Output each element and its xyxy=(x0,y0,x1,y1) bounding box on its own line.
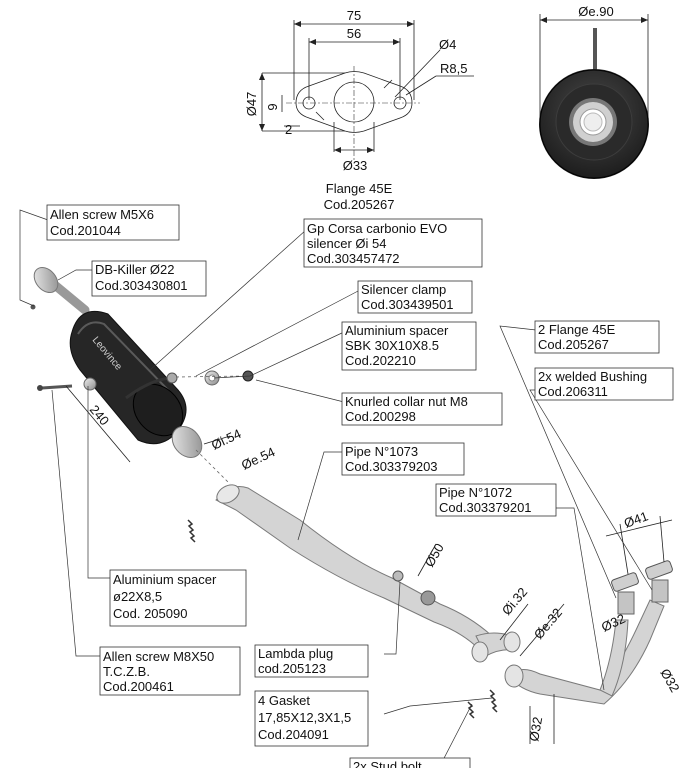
label-dbkiller-line2: Cod.303430801 xyxy=(95,278,188,293)
silencer-end-view: Øe.90 xyxy=(539,4,649,179)
label-spacer22-line3: Cod. 205090 xyxy=(113,606,187,621)
dim-hole-dia: Ø4 xyxy=(439,37,456,52)
leader-lines xyxy=(19,209,653,767)
silencer-assembly: Leovince 240 Øi.54 Øe.54 xyxy=(30,266,277,485)
label-m8x50-line3: Cod.200461 xyxy=(103,679,174,694)
label-pipe1072-line1: Pipe N°1072 xyxy=(439,485,512,500)
dim-oi32: Øi.32 xyxy=(499,584,530,617)
flange-title: Flange 45E xyxy=(326,181,393,196)
label-sbk-line1: Aluminium spacer xyxy=(345,323,449,338)
label-bushing-line2: Cod.206311 xyxy=(538,384,608,399)
dim-240: 240 xyxy=(87,402,112,428)
dim-o50: Ø50 xyxy=(422,541,447,570)
label-sbk-line3: Cod.202210 xyxy=(345,353,416,368)
label-spacer22-line2: ø22X8,5 xyxy=(113,589,162,604)
dim-75: 75 xyxy=(347,8,361,23)
dim-oi54: Øi.54 xyxy=(209,426,244,453)
dim-56: 56 xyxy=(347,26,361,41)
label-gasket-line1: 4 Gasket xyxy=(258,693,310,708)
label-gasket-line3: Cod.204091 xyxy=(258,727,329,742)
dim-o41: Ø41 xyxy=(622,508,650,531)
label-knurled-line2: Cod.200298 xyxy=(345,409,416,424)
flange-code: Cod.205267 xyxy=(324,197,395,212)
label-gasket-line2: 17,85X12,3X1,5 xyxy=(258,710,351,725)
label-allen-m5x6-line1: Allen screw M5X6 xyxy=(50,207,154,222)
label-clamp-line2: Cod.303439501 xyxy=(361,297,454,312)
label-bushing-line1: 2x welded Bushing xyxy=(538,369,647,384)
dim-o32-c: Ø32 xyxy=(526,716,545,743)
label-m8x50-line1: Allen screw M8X50 xyxy=(103,649,214,664)
label-gpcorsa-line3: Cod.303457472 xyxy=(307,251,400,266)
label-flange2-line1: 2 Flange 45E xyxy=(538,322,616,337)
dim-9: 9 xyxy=(265,103,280,110)
label-pipe1073-line1: Pipe N°1073 xyxy=(345,444,418,459)
dim-oe54: Øe.54 xyxy=(239,444,277,473)
label-pipe1073-line2: Cod.303379203 xyxy=(345,459,438,474)
label-pipe1072-line2: Cod.303379201 xyxy=(439,500,532,515)
label-dbkiller-line1: DB-Killer Ø22 xyxy=(95,262,174,277)
label-clamp-line1: Silencer clamp xyxy=(361,282,446,297)
dim-end-dia: Øe.90 xyxy=(578,4,613,19)
dim-bore: Ø33 xyxy=(343,158,368,173)
dim-height: Ø47 xyxy=(244,92,259,117)
label-gpcorsa-line1: Gp Corsa carbonio EVO xyxy=(307,221,447,236)
label-m8x50-line2: T.C.Z.B. xyxy=(103,664,150,679)
dim-radius: R8,5 xyxy=(440,61,467,76)
label-allen-m5x6-line2: Cod.201044 xyxy=(50,223,121,238)
label-knurled-line1: Knurled collar nut M8 xyxy=(345,394,468,409)
label-lambda-line1: Lambda plug xyxy=(258,646,333,661)
flange-drawing: 75 56 Ø4 R8,5 Ø47 9 xyxy=(244,8,474,212)
label-sbk-line2: SBK 30X10X8.5 xyxy=(345,338,439,353)
label-flange2-line2: Cod.205267 xyxy=(538,337,609,352)
label-gpcorsa-line2: silencer Øi 54 xyxy=(307,236,386,251)
label-bottom-line1: 2x Stud bolt xyxy=(353,759,422,768)
label-lambda-line2: cod.205123 xyxy=(258,661,326,676)
dim-o32-b: Ø32 xyxy=(657,666,682,695)
label-spacer22-line1: Aluminium spacer xyxy=(113,572,217,587)
dim-2: 2 xyxy=(285,122,292,137)
labels: Allen screw M5X6 Cod.201044 DB-Killer Ø2… xyxy=(46,204,674,768)
